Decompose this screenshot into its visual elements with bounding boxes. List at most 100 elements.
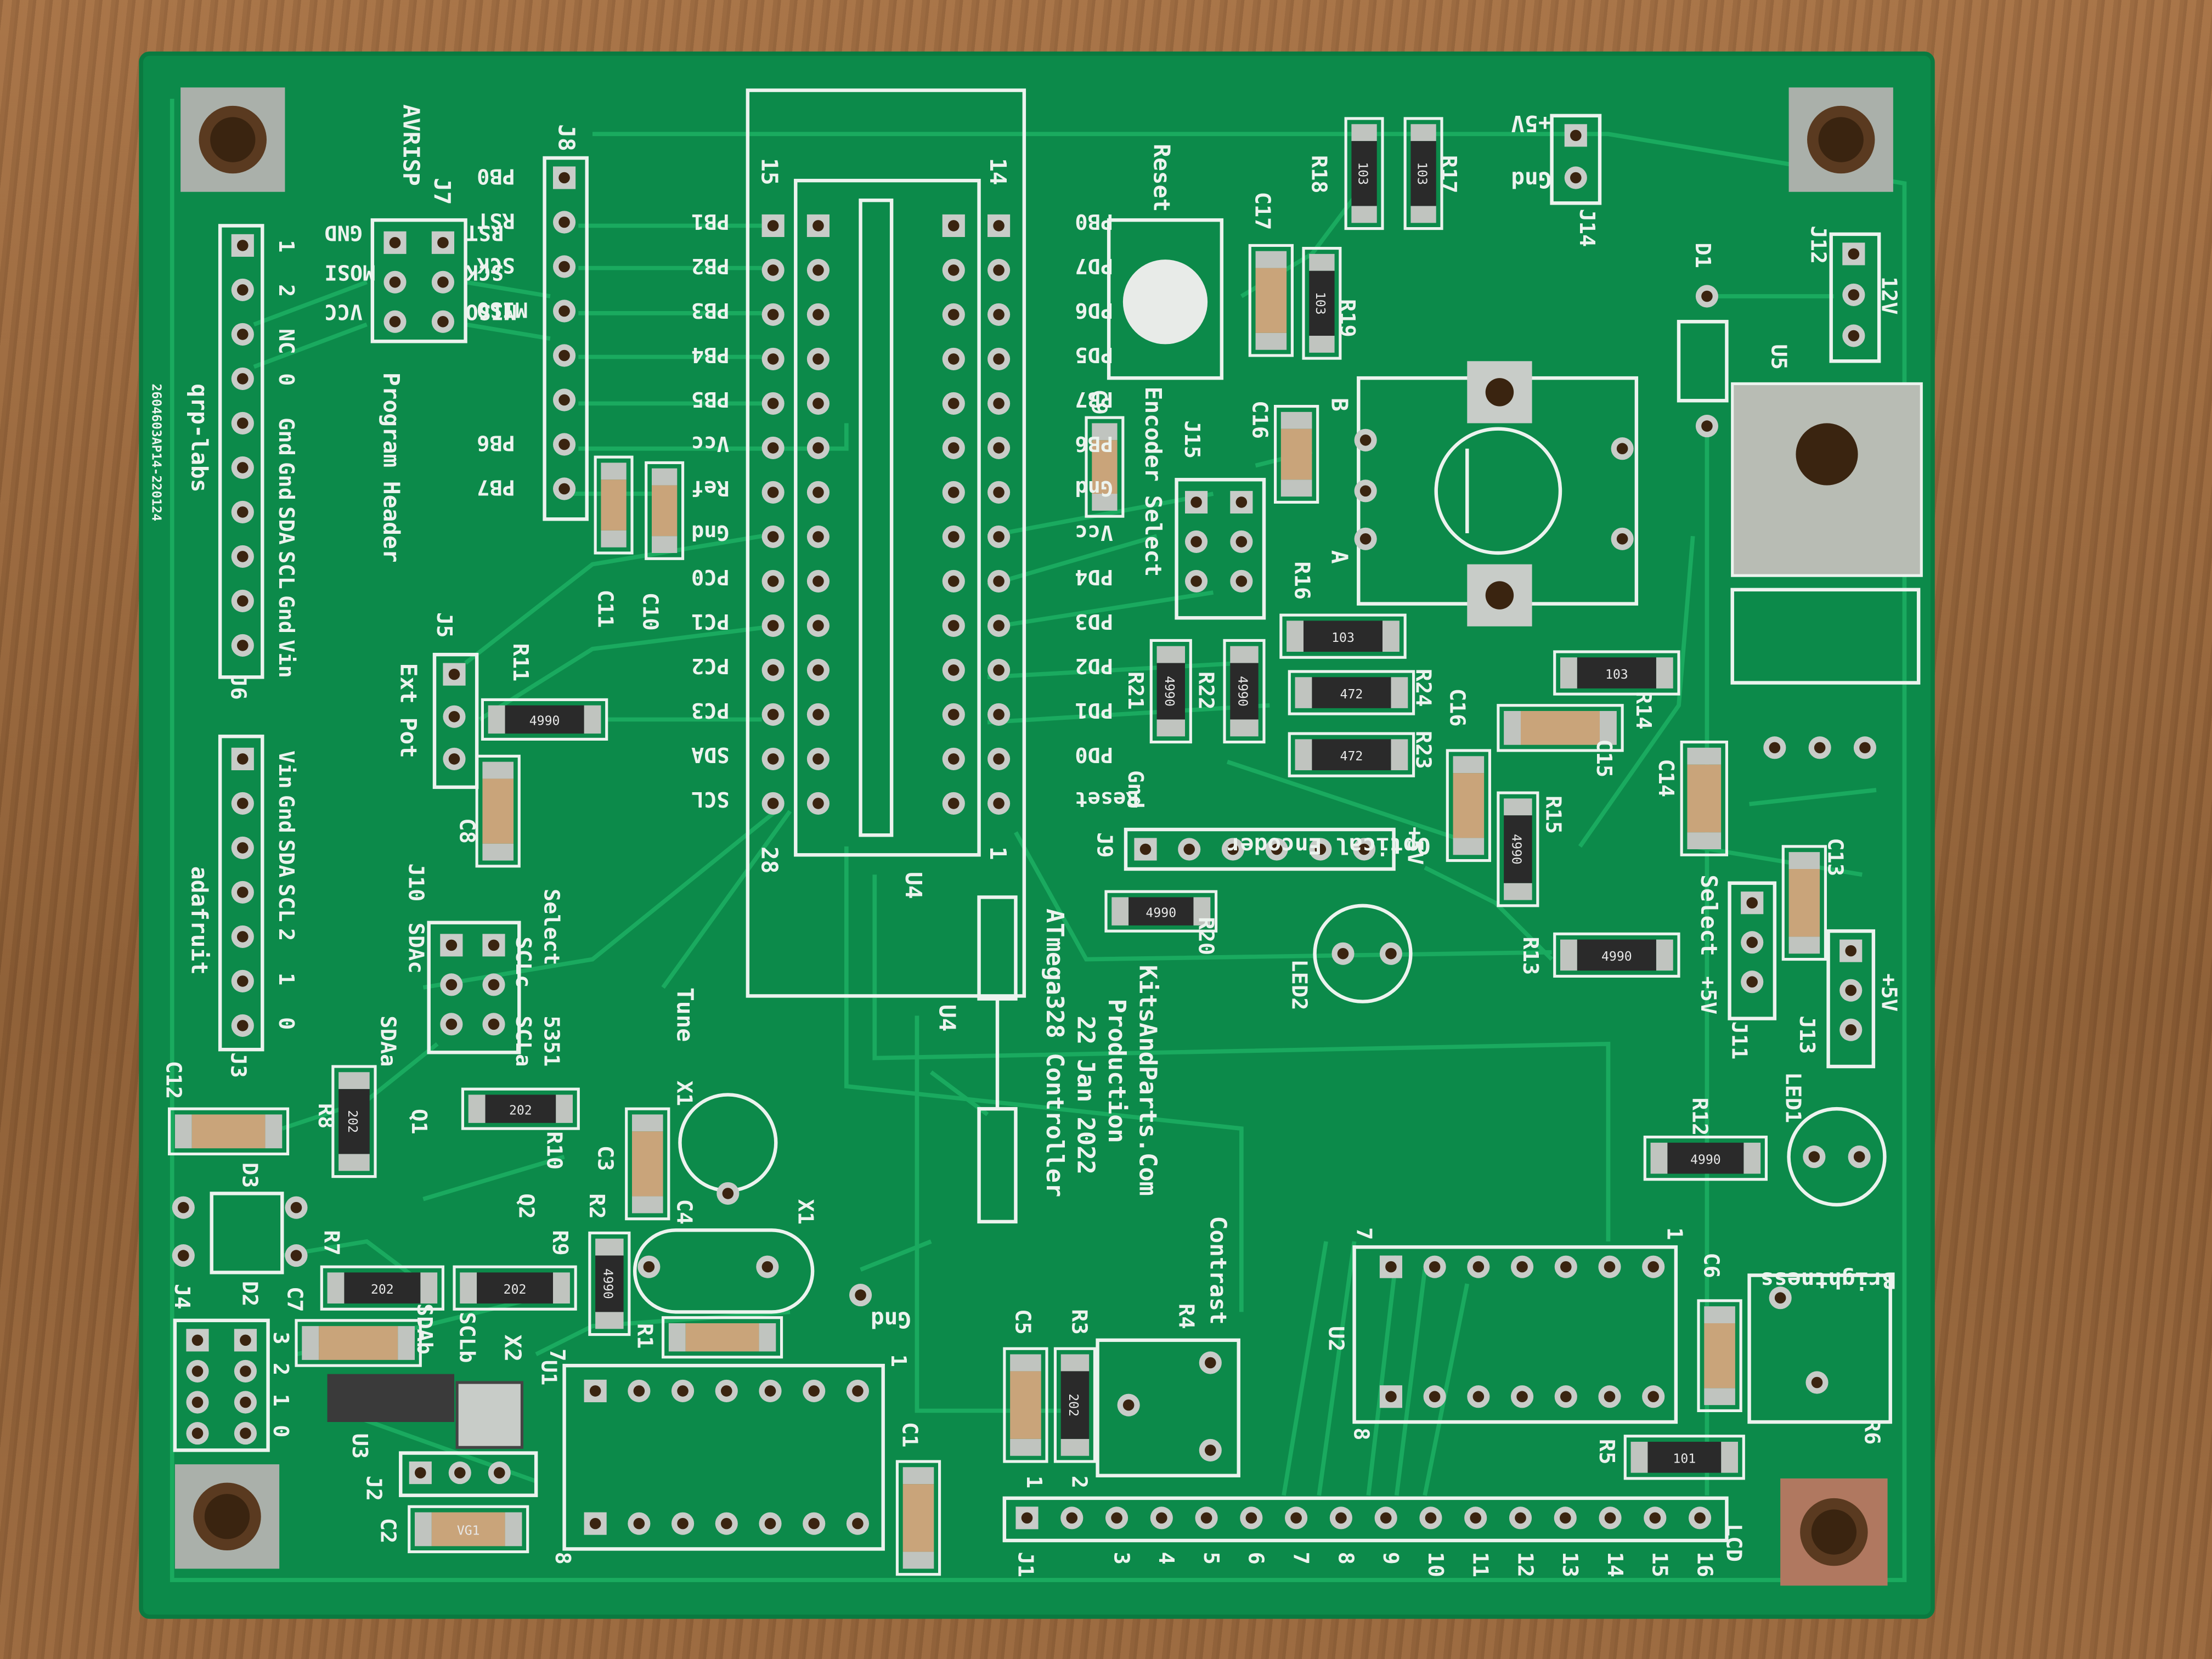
label-reset: Reset	[1148, 144, 1175, 212]
j1-pad	[1285, 1506, 1308, 1530]
header-outline	[370, 218, 467, 343]
label-led1: LED1	[1780, 1072, 1805, 1123]
u4-right-pad	[988, 569, 1011, 592]
label-r16: R16	[1290, 561, 1314, 600]
pad	[1695, 285, 1718, 308]
label-r15: R15	[1541, 795, 1565, 834]
j3-label-6: 0	[274, 1017, 298, 1030]
label-c13: C13	[1823, 838, 1848, 876]
j4-pad	[234, 1329, 257, 1352]
smd-marking: 472	[1340, 749, 1363, 764]
j7-left-label-1: MOSI	[324, 259, 375, 284]
u4-socket-right-pad	[942, 481, 965, 504]
smd-marking: 4990	[1235, 676, 1250, 707]
label-j12: J12	[1806, 225, 1831, 264]
smd-marking: 4990	[601, 1268, 615, 1299]
u4-right-pad	[988, 436, 1011, 459]
smd-marking: 101	[1673, 1452, 1696, 1466]
label-c15: C15	[1592, 739, 1616, 777]
r22: 4990	[1223, 639, 1266, 744]
j6-label-5: Gnd	[274, 462, 298, 500]
j6-pad	[231, 278, 254, 301]
c12	[168, 1107, 290, 1155]
u4-socket-left-pad	[806, 347, 830, 370]
pad	[1611, 437, 1634, 460]
u4-socket-left-pad	[806, 703, 830, 726]
label-j3: J3	[226, 1052, 251, 1077]
u4-right-label-12: PD0	[1075, 742, 1113, 767]
label-j11-5v: +5V	[1696, 976, 1720, 1014]
c14	[1680, 741, 1729, 856]
u4-left-pad	[761, 392, 785, 415]
u4-left-pad	[761, 525, 785, 548]
j8-pad	[553, 166, 576, 189]
u4-socket-right-pad	[942, 614, 965, 637]
label-r2: R2	[584, 1193, 609, 1218]
pad	[1769, 1286, 1792, 1310]
label-c2: C2	[375, 1518, 400, 1543]
label-j8: J8	[553, 124, 579, 151]
label-sclb: SCLb	[454, 1312, 479, 1363]
title-line1: ATmega328 Controller	[1041, 909, 1069, 1197]
label-r9: R9	[548, 1230, 572, 1255]
j7-pad	[383, 270, 407, 294]
u4-left-label-5: Vcc	[691, 431, 730, 456]
r15: 4990	[1497, 791, 1539, 907]
label-select2: Select	[539, 889, 564, 965]
label-d2: D2	[237, 1281, 262, 1306]
j5-pad	[443, 747, 466, 770]
j15-pad	[1185, 490, 1208, 514]
label-r18: R18	[1306, 155, 1331, 194]
u4-socket-right-pad	[942, 436, 965, 459]
j12-pad	[1842, 324, 1865, 347]
u1-pad	[584, 1379, 607, 1402]
u2-pad	[1642, 1255, 1665, 1278]
label-c8: C8	[454, 818, 479, 843]
j10-pad	[482, 973, 505, 996]
smd-marking: VG1	[457, 1524, 480, 1538]
j10-pad	[440, 934, 463, 957]
u4-socket-right-pad	[942, 258, 965, 281]
r8: 202	[331, 1065, 377, 1178]
label-pin15: 15	[757, 158, 783, 185]
label-r22: R22	[1194, 672, 1218, 710]
j4-pin-label-3: 0	[268, 1425, 293, 1437]
label-r23: R23	[1411, 731, 1436, 769]
j1-pad	[1464, 1506, 1487, 1530]
j1-pin-label-7: 10	[1423, 1552, 1448, 1577]
smd-marking: 4990	[1601, 950, 1632, 964]
u4-left-pad	[761, 481, 785, 504]
j1-pin-label-3: 6	[1244, 1552, 1268, 1565]
r20: 4990	[1104, 890, 1218, 933]
label-r17: R17	[1436, 155, 1461, 194]
u4-left-pad	[761, 569, 785, 592]
j4-pad	[186, 1359, 209, 1383]
smd-marking: 202	[345, 1110, 359, 1133]
u4-left-pad	[761, 303, 785, 326]
pad	[849, 1284, 872, 1307]
r13: 4990	[1553, 932, 1680, 978]
label-12v: 12V	[1876, 276, 1901, 315]
r19: 103	[1302, 247, 1342, 360]
j7-left-label-2: VCC	[324, 299, 363, 324]
smd-marking: 103	[1605, 668, 1628, 682]
smd-marking: 4990	[1146, 906, 1176, 920]
r18: 103	[1344, 117, 1384, 230]
label-j14-5v: +5V	[1511, 110, 1551, 137]
label-d3: D3	[237, 1163, 262, 1188]
title-line3: Production	[1103, 999, 1131, 1143]
j9-pad	[1221, 838, 1244, 861]
j8-label-1: RST	[477, 208, 515, 233]
u4-socket-left-pad	[806, 569, 830, 592]
j1-pin-label-0: 3	[1109, 1552, 1133, 1565]
label-a: A	[1326, 550, 1352, 564]
label-u1: U1	[536, 1360, 561, 1385]
label-u4b: U4	[934, 1005, 961, 1032]
header-outline	[432, 652, 479, 789]
j1-pin-label-9: 12	[1513, 1552, 1537, 1577]
j3-pad	[231, 836, 254, 859]
j7-pad	[383, 231, 407, 254]
j7-pad	[431, 231, 454, 254]
label-gnd2: Gnd	[871, 1306, 911, 1333]
